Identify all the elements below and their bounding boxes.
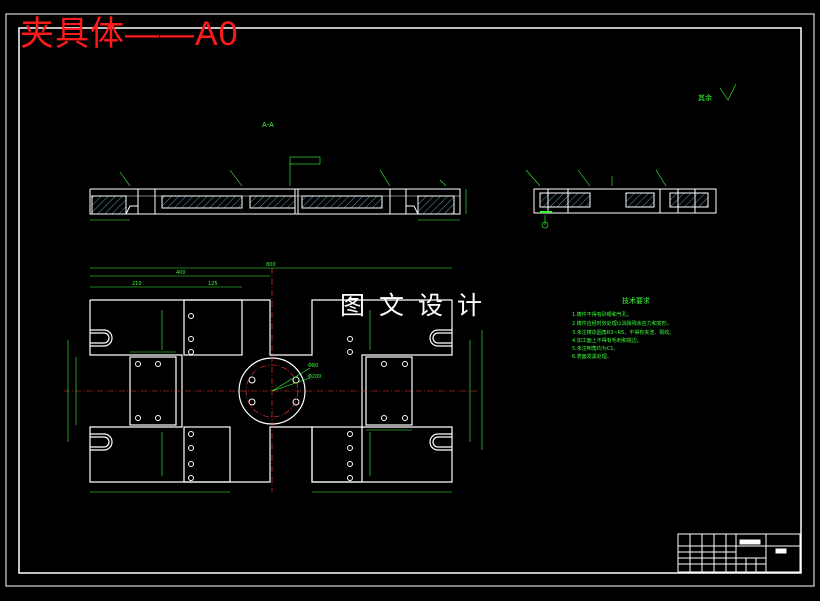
section-dimensions xyxy=(90,83,737,229)
tech-requirement-4: 4.加工面上不得有毛刺和锐边。 xyxy=(572,338,642,344)
tech-requirement-6: 6.表面发黑处理。 xyxy=(572,354,612,360)
tech-requirement-2: 2.铸件应经时效处理以消除残余应力和变形。 xyxy=(572,321,672,327)
surface-finish-note: 其余 xyxy=(698,94,712,102)
tech-requirements-title: 技术要求 xyxy=(622,297,650,305)
tech-requirement-1: 1.铸件不得有砂眼和气孔。 xyxy=(572,312,632,318)
tech-requirement-3: 3.未注铸造圆角R3~R5，不得有夹渣、裂纹。 xyxy=(572,330,675,336)
dim-circle-dia: Φ200 xyxy=(308,374,321,380)
inner-frame xyxy=(18,27,802,574)
dim-slot-width: 125 xyxy=(208,281,218,287)
watermark-text: 图文设计 xyxy=(340,291,497,320)
bolt-holes xyxy=(135,313,408,481)
dim-hole-dia: Φ80 xyxy=(308,363,318,369)
section-view-right xyxy=(533,188,717,214)
section-label: A-A xyxy=(262,121,274,129)
title-block xyxy=(677,533,801,573)
tech-requirement-5: 5.未注倒角均为C1。 xyxy=(572,346,619,352)
section-view-left xyxy=(89,188,461,215)
drawing-title: 夹具体——A0 xyxy=(20,15,239,53)
center-lines xyxy=(64,268,478,492)
u-slots xyxy=(90,329,452,451)
outer-frame xyxy=(5,13,815,587)
dim-overall-length: 800 xyxy=(266,262,276,268)
plan-dimensions xyxy=(67,267,483,493)
dim-half-length: 400 xyxy=(176,270,186,276)
dim-left-offset: 210 xyxy=(132,281,142,287)
